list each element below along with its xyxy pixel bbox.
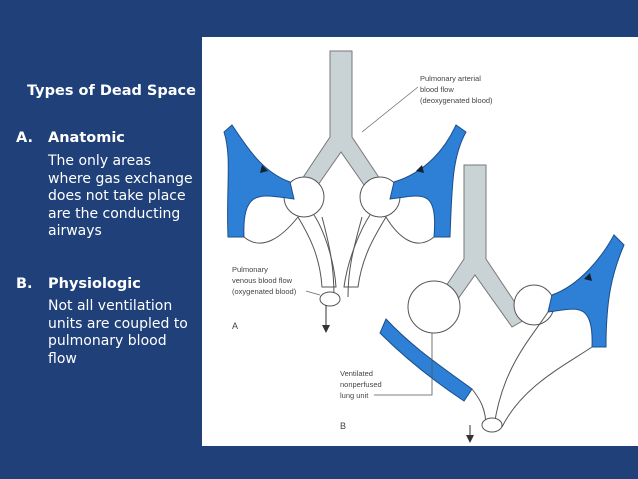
label-nonperf-3: lung unit <box>340 391 369 400</box>
diagram-b <box>379 164 625 443</box>
label-arterial-1: Pulmonary arterial <box>420 74 481 83</box>
label-arterial-2: blood flow <box>420 85 454 94</box>
label-venous-3: (oxygenated blood) <box>232 287 297 296</box>
label-arterial-3: (deoxygenated blood) <box>420 96 493 105</box>
vessel-b-left <box>379 318 473 402</box>
label-venous-2: venous blood flow <box>232 276 293 285</box>
alveolus-b-nonperfused <box>407 280 461 334</box>
figure-panel: Pulmonary arterial blood flow (deoxygena… <box>202 37 638 446</box>
item-a-heading: Anatomic <box>48 130 125 146</box>
dead-space-diagram: Pulmonary arterial blood flow (deoxygena… <box>223 50 625 443</box>
artery-b-right <box>547 234 625 348</box>
item-b-body: Not all ventilation units are coupled to… <box>48 298 188 367</box>
label-panel-b: B <box>340 421 346 431</box>
label-venous-1: Pulmonary <box>232 265 268 274</box>
label-panel-a: A <box>232 321 238 331</box>
alveolus-b-right <box>513 284 555 326</box>
bottom-band <box>0 446 638 479</box>
label-nonperf-1: Ventilated <box>340 369 373 378</box>
artery-a-right <box>389 124 467 238</box>
artery-a-left <box>223 124 295 238</box>
item-b-letter: B. <box>16 276 33 292</box>
vein-a-outlet <box>319 291 341 307</box>
slide-title: Types of Dead Space <box>27 83 196 99</box>
label-nonperf-2: nonperfused <box>340 380 382 389</box>
vein-b-outlet <box>481 417 503 433</box>
diagram-a <box>223 50 467 333</box>
item-a-letter: A. <box>16 130 33 146</box>
airway-a <box>289 50 393 206</box>
item-b-heading: Physiologic <box>48 276 141 292</box>
item-a-body: The only areas where gas exchange does n… <box>48 153 193 239</box>
